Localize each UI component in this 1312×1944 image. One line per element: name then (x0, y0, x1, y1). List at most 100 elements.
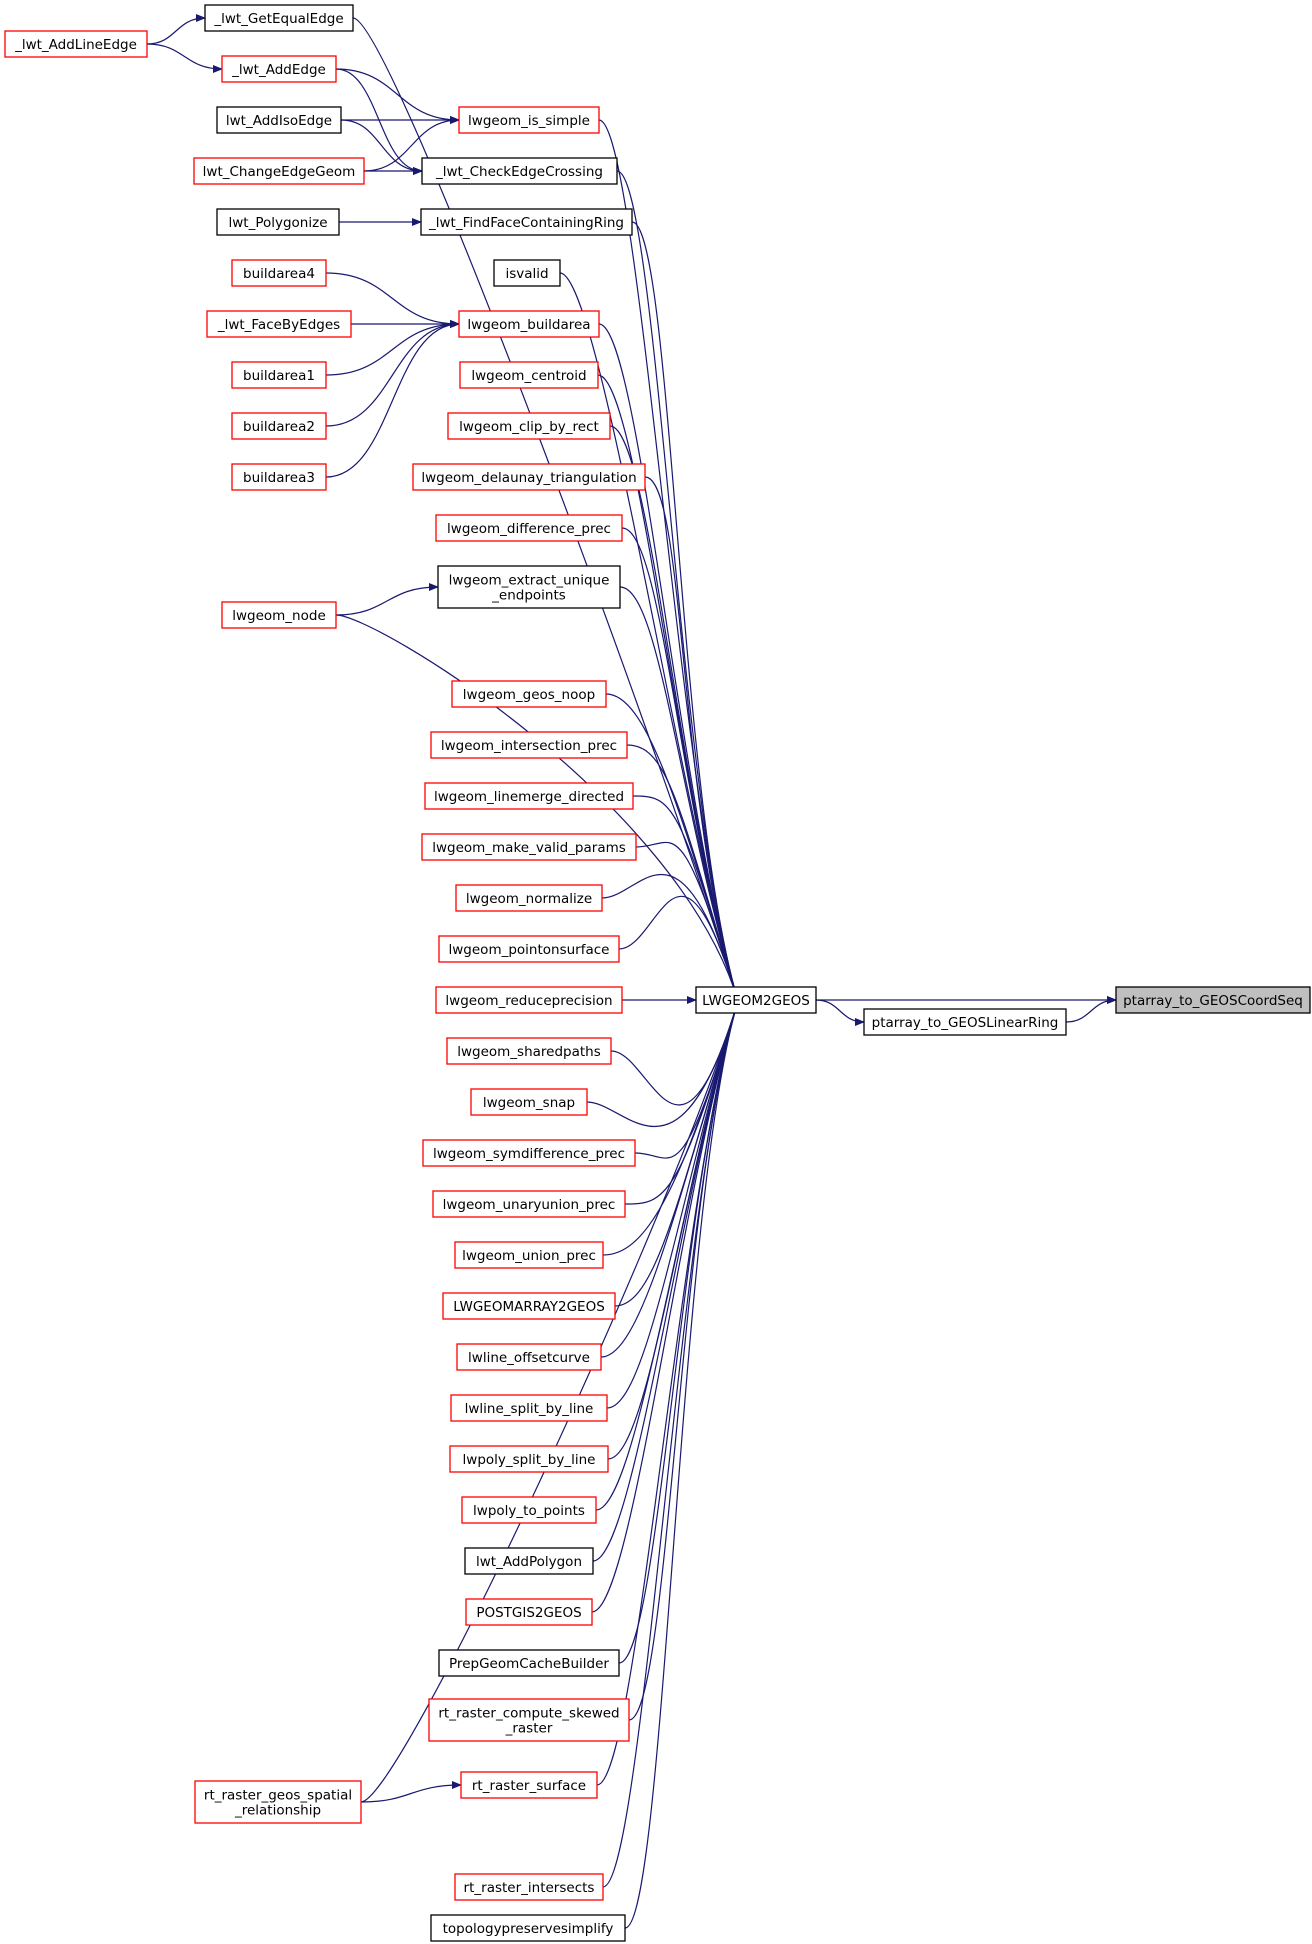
node-box[interactable] (204, 4, 354, 32)
node-box[interactable] (458, 106, 600, 134)
node-node[interactable]: lwgeom_node (221, 601, 337, 629)
node-box[interactable] (428, 1698, 630, 1742)
node-addpolygon[interactable]: lwt_AddPolygon (464, 1547, 594, 1575)
node-box[interactable] (231, 412, 327, 440)
node-box[interactable] (430, 1914, 626, 1942)
node-box[interactable] (863, 1008, 1067, 1036)
node-box[interactable] (454, 1873, 604, 1901)
node-topo[interactable]: topologypreservesimplify (430, 1914, 626, 1942)
node-box[interactable] (1115, 986, 1311, 1014)
node-poly-points[interactable]: lwpoly_to_points (461, 1496, 597, 1524)
node-getequaledge[interactable]: _lwt_GetEqualEdge (204, 4, 354, 32)
node-box[interactable] (420, 208, 633, 236)
node-box[interactable] (437, 565, 621, 609)
node-box[interactable] (4, 30, 148, 58)
node-intersection[interactable]: lwgeom_intersection_prec (430, 731, 628, 759)
node-union[interactable]: lwgeom_union_prec (454, 1241, 604, 1269)
node-linemerge[interactable]: lwgeom_linemerge_directed (424, 782, 634, 810)
node-lwgeom2geos[interactable]: LWGEOM2GEOS (695, 986, 817, 1014)
node-is-simple[interactable]: lwgeom_is_simple (458, 106, 600, 134)
node-box[interactable] (412, 463, 646, 491)
node-box[interactable] (438, 935, 620, 963)
node-intersects[interactable]: rt_raster_intersects (454, 1873, 604, 1901)
node-buildarea4[interactable]: buildarea4 (231, 259, 327, 287)
node-makevalid[interactable]: lwgeom_make_valid_params (421, 833, 637, 861)
node-normalize[interactable]: lwgeom_normalize (455, 884, 603, 912)
node-facebyedges[interactable]: _lwt_FaceByEdges (206, 310, 352, 338)
node-box[interactable] (449, 1445, 609, 1473)
node-offsetcurve[interactable]: lwline_offsetcurve (456, 1343, 602, 1371)
node-box[interactable] (460, 1771, 598, 1799)
node-box[interactable] (459, 361, 599, 389)
node-postgis2geos[interactable]: POSTGIS2GEOS (465, 1598, 593, 1626)
node-box[interactable] (231, 361, 327, 389)
node-box[interactable] (206, 310, 352, 338)
node-addedge[interactable]: _lwt_AddEdge (221, 55, 337, 83)
node-box[interactable] (421, 157, 618, 185)
node-box[interactable] (455, 884, 603, 912)
node-box[interactable] (447, 412, 611, 440)
node-extract[interactable]: lwgeom_extract_unique_endpoints (437, 565, 621, 609)
node-pointonsurface[interactable]: lwgeom_pointonsurface (438, 935, 620, 963)
node-isvalid[interactable]: isvalid (493, 259, 561, 287)
node-centroid[interactable]: lwgeom_centroid (459, 361, 599, 389)
node-snap[interactable]: lwgeom_snap (470, 1088, 588, 1116)
node-buildarea3[interactable]: buildarea3 (231, 463, 327, 491)
node-changeedgegeom[interactable]: lwt_ChangeEdgeGeom (193, 157, 365, 185)
node-spatialrel[interactable]: rt_raster_geos_spatial_relationship (194, 1780, 362, 1824)
node-skewed[interactable]: rt_raster_compute_skewed_raster (428, 1698, 630, 1742)
node-array2geos[interactable]: LWGEOMARRAY2GEOS (442, 1292, 616, 1320)
node-delaunay[interactable]: lwgeom_delaunay_triangulation (412, 463, 646, 491)
node-box[interactable] (194, 1780, 362, 1824)
node-box[interactable] (458, 310, 600, 338)
node-box[interactable] (422, 1139, 636, 1167)
node-box[interactable] (221, 601, 337, 629)
node-symdifference[interactable]: lwgeom_symdifference_prec (422, 1139, 636, 1167)
node-box[interactable] (424, 782, 634, 810)
node-box[interactable] (450, 1394, 608, 1422)
node-box[interactable] (454, 1241, 604, 1269)
node-prepgeom[interactable]: PrepGeomCacheBuilder (438, 1649, 620, 1677)
node-buildarea1[interactable]: buildarea1 (231, 361, 327, 389)
node-box[interactable] (216, 208, 340, 236)
node-box[interactable] (493, 259, 561, 287)
node-surface[interactable]: rt_raster_surface (460, 1771, 598, 1799)
node-box[interactable] (695, 986, 817, 1014)
node-addlineedge[interactable]: _lwt_AddLineEdge (4, 30, 148, 58)
node-linearring[interactable]: ptarray_to_GEOSLinearRing (863, 1008, 1067, 1036)
node-poly-split[interactable]: lwpoly_split_by_line (449, 1445, 609, 1473)
node-box[interactable] (221, 55, 337, 83)
node-box[interactable] (461, 1496, 597, 1524)
node-addisoedge[interactable]: lwt_AddIsoEdge (216, 106, 342, 134)
node-box[interactable] (438, 1649, 620, 1677)
node-clip[interactable]: lwgeom_clip_by_rect (447, 412, 611, 440)
node-box[interactable] (456, 1343, 602, 1371)
node-box[interactable] (421, 833, 637, 861)
node-box[interactable] (464, 1547, 594, 1575)
node-polygonize[interactable]: lwt_Polygonize (216, 208, 340, 236)
node-box[interactable] (231, 259, 327, 287)
node-line-split[interactable]: lwline_split_by_line (450, 1394, 608, 1422)
node-box[interactable] (451, 680, 607, 708)
node-difference[interactable]: lwgeom_difference_prec (435, 514, 623, 542)
node-box[interactable] (435, 986, 623, 1014)
node-reduceprecision[interactable]: lwgeom_reduceprecision (435, 986, 623, 1014)
node-findface[interactable]: _lwt_FindFaceContainingRing (420, 208, 633, 236)
node-box[interactable] (216, 106, 342, 134)
node-box[interactable] (432, 1190, 626, 1218)
node-box[interactable] (442, 1292, 616, 1320)
node-buildarea2[interactable]: buildarea2 (231, 412, 327, 440)
node-sharedpaths[interactable]: lwgeom_sharedpaths (446, 1037, 612, 1065)
node-box[interactable] (193, 157, 365, 185)
node-box[interactable] (446, 1037, 612, 1065)
node-noop[interactable]: lwgeom_geos_noop (451, 680, 607, 708)
node-checkedgecrossing[interactable]: _lwt_CheckEdgeCrossing (421, 157, 618, 185)
node-box[interactable] (231, 463, 327, 491)
node-unaryunion[interactable]: lwgeom_unaryunion_prec (432, 1190, 626, 1218)
node-box[interactable] (465, 1598, 593, 1626)
node-coordseq[interactable]: ptarray_to_GEOSCoordSeq (1115, 986, 1311, 1014)
node-box[interactable] (430, 731, 628, 759)
node-box[interactable] (435, 514, 623, 542)
node-box[interactable] (470, 1088, 588, 1116)
node-buildarea[interactable]: lwgeom_buildarea (458, 310, 600, 338)
